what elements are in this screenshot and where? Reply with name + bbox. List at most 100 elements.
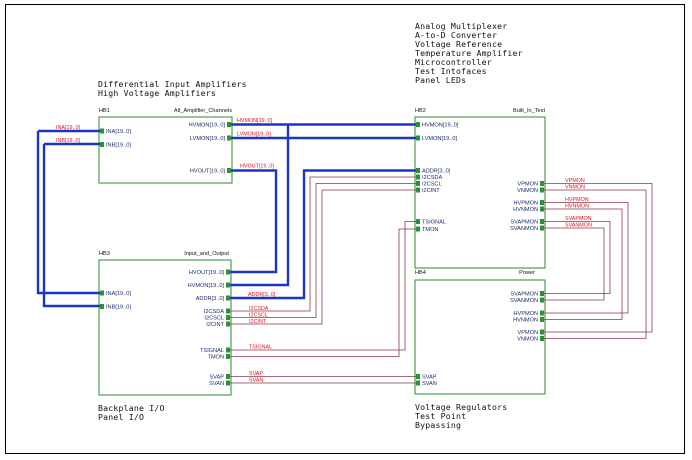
port-label: ADDR[3..0]	[196, 296, 225, 302]
wire-hvpmon[interactable]	[544, 202, 629, 314]
wire-tmon[interactable]	[230, 228, 416, 357]
block-ref: HB2	[415, 108, 426, 114]
port-label: HVNMON	[513, 207, 538, 213]
wire-hvnmon[interactable]	[544, 208, 623, 320]
bus-hvout[interactable]	[230, 169, 278, 274]
port-pin	[416, 181, 420, 186]
port-label: HVMON[19..0]	[422, 123, 459, 129]
block-hb4[interactable]: HB4 Power SVAPMON SVANMON HVPMON HVNMON …	[414, 270, 546, 395]
block-frame	[414, 279, 546, 395]
wire-i2csda[interactable]	[230, 176, 416, 312]
port-label: HVPMON	[513, 201, 538, 207]
wire-svapmon[interactable]	[544, 221, 611, 294]
net-label-vnmon: VNMON	[565, 185, 585, 191]
note-line: Bypassing	[415, 420, 461, 430]
port-pin	[100, 142, 104, 147]
wire-tsignal[interactable]	[230, 221, 416, 351]
port-label: INB[19..0]	[106, 305, 131, 311]
note-line: Test Intofaces	[415, 66, 487, 76]
port-label: SVAPMON	[510, 292, 538, 298]
port-pin	[540, 206, 544, 212]
port-label: TSIGNAL	[422, 220, 446, 226]
port-label: TMON	[422, 227, 438, 233]
sheet-border	[5, 4, 685, 454]
port-pin	[226, 347, 230, 353]
block-hb1[interactable]: HB1 Alt_Amplifier_Channels INA[19..0] IN…	[98, 108, 233, 184]
port-pin	[416, 187, 420, 193]
block-frame	[98, 116, 233, 184]
port-pin	[100, 304, 104, 309]
block-ref: HB4	[415, 270, 426, 276]
wire-i2cint[interactable]	[230, 189, 416, 325]
port-label: SVANMON	[510, 226, 538, 232]
port-pin	[416, 168, 420, 173]
port-label: HVOUT[19..0]	[190, 169, 226, 175]
bus-ina[interactable]	[36, 129, 100, 295]
note-line: A-to-D Converter	[415, 30, 497, 40]
port-label: SVAP	[209, 375, 224, 381]
port-pin	[226, 321, 230, 327]
note-line: Differential Input Amplifiers	[98, 79, 247, 89]
port-label: I2CSCL	[204, 316, 224, 322]
port-pin	[227, 168, 231, 173]
bus-addr[interactable]	[230, 169, 416, 300]
bus-hvmon-to-hb3[interactable]	[230, 124, 290, 287]
note-line: Temperature Amplifier	[415, 48, 523, 58]
block-title: Input_and_Output	[184, 251, 229, 257]
port-label: SVAPMON	[510, 220, 538, 226]
port-pin	[540, 310, 544, 316]
port-label: SVAN	[422, 381, 437, 387]
port-label: I2CSDA	[204, 309, 224, 315]
note-line: Microcontroller	[415, 57, 492, 67]
note-line: Panel I/O	[98, 412, 144, 422]
port-pin	[416, 122, 420, 127]
port-label: SVANMON	[510, 298, 538, 304]
note-line: Analog Multiplexer	[415, 21, 507, 31]
port-pin	[226, 308, 230, 314]
block-title: Alt_Amplifier_Channels	[174, 108, 232, 114]
port-label: INA[19..0]	[106, 129, 131, 135]
net-label-lvmon: LVMON[19..0]	[237, 132, 271, 138]
port-label: SVAN	[209, 381, 224, 387]
port-pin	[416, 219, 420, 224]
note-line: High Voltage Amplifiers	[98, 88, 216, 98]
port-pin	[226, 282, 230, 288]
block-hb3[interactable]: HB3 Input_and_Output HVOUT[19..0] HVMON[…	[98, 251, 232, 396]
port-pin	[540, 317, 544, 322]
net-label-i2cscl: I2CSCL	[249, 313, 268, 319]
note-top-left: Differential Input Amplifiers High Volta…	[98, 79, 247, 98]
port-pin	[100, 290, 104, 296]
port-label: I2CSDA	[422, 175, 442, 181]
port-label: VNMON	[517, 188, 538, 194]
wire-vpmon[interactable]	[544, 183, 653, 333]
wire-svanmon[interactable]	[544, 227, 605, 301]
block-frame	[414, 116, 546, 269]
port-label: INB[19..0]	[106, 143, 131, 149]
net-label-hvmon: HVMON[19..0]	[237, 118, 273, 124]
port-label: HVPMON	[513, 311, 538, 317]
port-pin	[416, 374, 420, 379]
bus-inb[interactable]	[42, 142, 100, 308]
note-bottom-right: Voltage Regulators Test Point Bypassing	[415, 402, 507, 430]
wire-vnmon[interactable]	[544, 189, 647, 339]
wire-i2cscl[interactable]	[230, 183, 416, 318]
port-label: TSIGNAL	[200, 348, 224, 354]
port-label: HVMON[19..0]	[188, 283, 225, 289]
note-bottom-left: Backplane I/O Panel I/O	[98, 403, 165, 422]
note-line: Backplane I/O	[98, 403, 165, 413]
net-label-hvout: HVOUT[19..0]	[240, 164, 274, 170]
port-label: SVAP	[422, 375, 437, 381]
net-label-inb: INB[19..0]	[56, 138, 80, 144]
block-hb2[interactable]: HB2 Built_In_Test HVMON[19..0] LVMON[19.…	[414, 108, 546, 269]
net-label-vpmon: VPMON	[565, 178, 585, 184]
port-label: INA[19..0]	[106, 291, 131, 297]
port-label: VPMON	[517, 330, 538, 336]
port-label: I2CINT	[422, 188, 440, 194]
port-pin	[416, 380, 420, 386]
port-label: LVMON[19..0]	[190, 136, 225, 142]
port-label: HVNMON	[513, 318, 538, 324]
port-pin	[416, 226, 420, 232]
port-label: VPMON	[517, 182, 538, 188]
port-pin	[226, 354, 230, 359]
